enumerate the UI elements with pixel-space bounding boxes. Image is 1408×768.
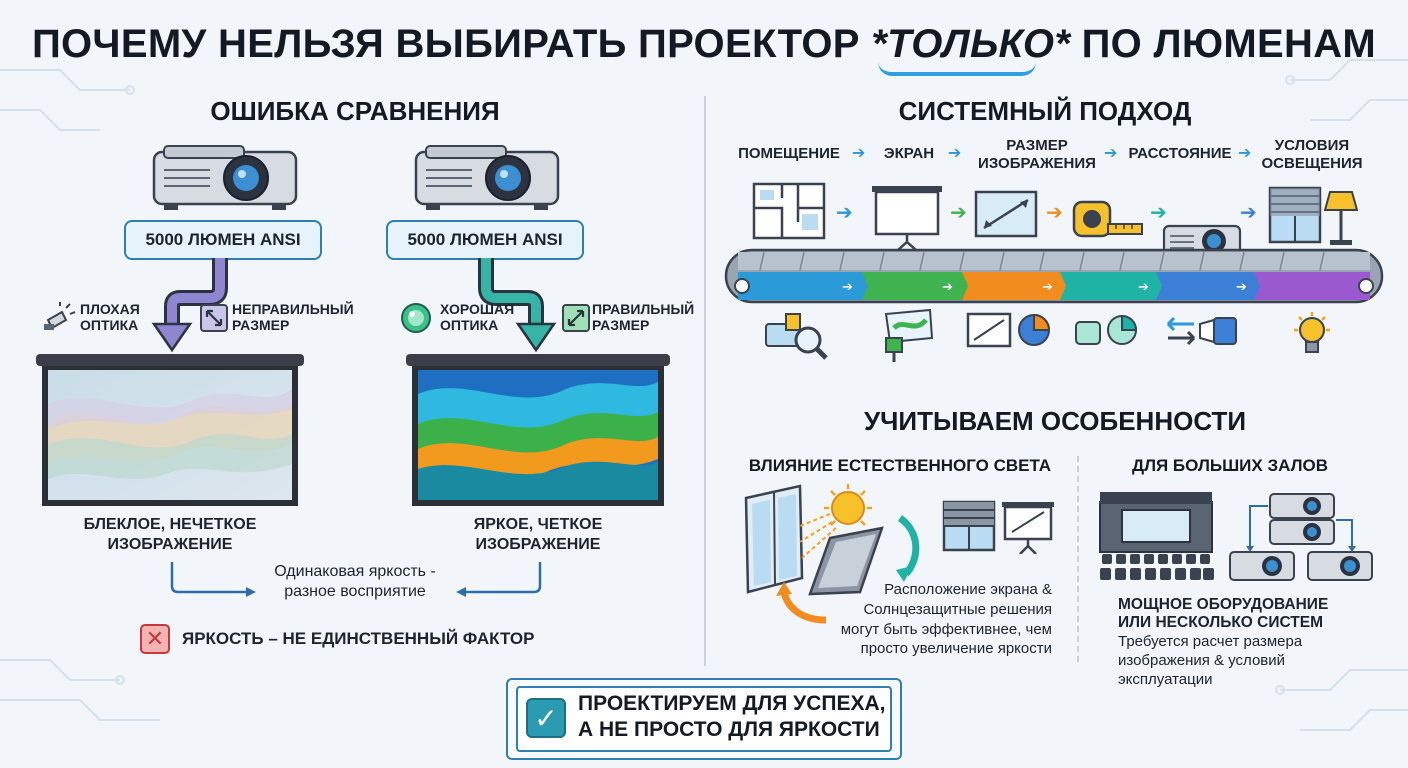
- same-brightness-line1: Одинаковая яркость -: [274, 563, 436, 580]
- natural-light-text-3: могут быть эффективнее, чем: [840, 621, 1052, 638]
- step-distance: РАССТОЯНИЕ: [1128, 145, 1232, 162]
- natural-light-heading: ВЛИЯНИЕ ЕСТЕСТВЕННОГО СВЕТА: [748, 456, 1052, 475]
- step-arrow: ➔: [1240, 202, 1257, 224]
- natural-light-text-1: Расположение экрана &: [884, 581, 1052, 598]
- step-light-line1: УСЛОВИЯ: [1274, 137, 1350, 154]
- good-optics-label: ХОРОШАЯ ОПТИКА: [440, 301, 515, 333]
- features-heading: УЧИТЫВАЕМ ОСОБЕННОСТИ: [863, 406, 1247, 436]
- system-heading: СИСТЕМНЫЙ ПОДХОД: [898, 96, 1192, 126]
- converge-arrows: [170, 562, 542, 597]
- lamp-icon: [1324, 191, 1358, 245]
- bottom-line-1: ПРОЕКТИРУЕМ ДЛЯ УСПЕХА,: [578, 692, 886, 715]
- check-icon: ✓: [526, 698, 566, 738]
- section-divider: [704, 96, 706, 666]
- svg-text:➔: ➔: [1042, 280, 1053, 295]
- dull-caption-line1: БЛЕКЛОЕ, НЕЧЕТКОЕ: [83, 516, 257, 533]
- step-size-line2: ИЗОБРАЖЕНИЯ: [978, 155, 1096, 172]
- step-arrow: ➔: [1150, 202, 1167, 224]
- lumen-badge-left: 5000 ЛЮМЕН ANSI: [124, 220, 322, 260]
- size-chart-icon: [966, 312, 1051, 348]
- subsection-divider: [1077, 456, 1079, 662]
- step-light-line2: ОСВЕЩЕНИЯ: [1261, 155, 1363, 172]
- projector-icon: [414, 145, 560, 210]
- step-arrow: ➔: [1238, 145, 1252, 162]
- screen-stand-icon: [1002, 502, 1054, 554]
- dim-bulb-icon: [44, 302, 76, 330]
- bad-optics-label: ПЛОХАЯ ОПТИКА: [80, 301, 140, 333]
- cinema-hall-illustration: [1099, 492, 1214, 580]
- room-search-icon: [765, 313, 828, 360]
- resize-right-icon: [562, 304, 590, 332]
- not-only-factor: ЯРКОСТЬ – НЕ ЕДИНСТВЕННЫЙ ФАКТОР: [182, 629, 535, 648]
- step-arrow: ➔: [1104, 145, 1118, 162]
- distance-chart-icon: [1075, 314, 1138, 345]
- svg-text:➔: ➔: [1236, 280, 1247, 295]
- same-brightness-line2: разное восприятие: [284, 583, 426, 600]
- bottom-line-2: А НЕ ПРОСТО ДЛЯ ЯРКОСТИ: [578, 718, 880, 741]
- tape-measure-icon: [1072, 200, 1143, 238]
- conveyor-belt: ➔ ➔ ➔ ➔ ➔: [724, 248, 1384, 304]
- large-halls-text-2: изображения & условий: [1118, 652, 1286, 669]
- large-halls-bold-2: ИЛИ НЕСКОЛЬКО СИСТЕМ: [1118, 614, 1324, 631]
- svg-text:➔: ➔: [1138, 280, 1149, 295]
- cross-icon: ✕: [140, 624, 170, 654]
- resize-wrong-icon: [200, 304, 228, 332]
- stacked-projectors-icon: [1229, 493, 1373, 581]
- step-arrow: ➔: [948, 145, 962, 162]
- step-arrow: ➔: [950, 202, 967, 224]
- large-halls-text-3: эксплуатации: [1118, 671, 1213, 688]
- projector-icon: [152, 145, 298, 210]
- large-halls-bold-1: МОЩНОЕ ОБОРУДОВАНИЕ: [1118, 596, 1329, 613]
- throw-distance-icon: [1166, 316, 1237, 346]
- projection-screen-icon: [872, 186, 942, 250]
- window-blinds-icon: [1268, 186, 1322, 244]
- bottom-callout-inner: [516, 686, 892, 752]
- return-arrow-icon: [776, 582, 827, 624]
- dull-screen: [36, 354, 304, 506]
- right-size-label: ПРАВИЛЬНЫЙ РАЗМЕР: [592, 301, 695, 333]
- step-arrow: ➔: [1046, 202, 1063, 224]
- svg-text:➔: ➔: [842, 280, 853, 295]
- window-sun-illustration: [744, 484, 920, 596]
- step-arrow: ➔: [852, 145, 866, 162]
- natural-light-text-2: Солнцезащитные решения: [863, 601, 1052, 618]
- diagonal-size-icon: [974, 190, 1038, 238]
- large-halls-text-1: Требуется расчет размера: [1118, 633, 1303, 650]
- natural-light-text-4: просто увеличение яркости: [860, 640, 1052, 657]
- flow-arrow-bad: [151, 258, 228, 353]
- step-size-line1: РАЗМЕР: [1006, 137, 1068, 154]
- lens-icon: [401, 303, 431, 333]
- wrong-size-label: НЕПРАВИЛЬНЫЙ РАЗМЕР: [232, 301, 354, 333]
- step-room: ПОМЕЩЕНИЕ: [738, 145, 840, 162]
- comparison-heading: ОШИБКА СРАВНЕНИЯ: [210, 96, 500, 126]
- bright-caption-line1: ЯРКОЕ, ЧЕТКОЕ: [473, 516, 603, 533]
- floorplan-icon: [752, 182, 826, 240]
- bright-screen: [406, 354, 670, 506]
- bright-caption-line2: ИЗОБРАЖЕНИЕ: [475, 536, 601, 553]
- dull-caption-line2: ИЗОБРАЖЕНИЕ: [107, 536, 233, 553]
- large-halls-heading: ДЛЯ БОЛЬШИХ ЗАЛОВ: [1131, 456, 1329, 475]
- page-title: ПОЧЕМУ НЕЛЬЗЯ ВЫБИРАТЬ ПРОЕКТОР *ТОЛЬКО*…: [31, 22, 1377, 66]
- step-arrow: ➔: [836, 202, 853, 224]
- screen-paint-icon: [884, 308, 934, 362]
- lumen-badge-right: 5000 ЛЮМЕН ANSI: [386, 220, 584, 260]
- flow-arrow-good: [478, 258, 557, 353]
- step-screen: ЭКРАН: [883, 145, 935, 162]
- title-underline: [878, 62, 1036, 76]
- svg-text:➔: ➔: [942, 280, 953, 295]
- projector-icon: [1162, 224, 1242, 258]
- light-bulb-icon: [1294, 312, 1330, 353]
- blinds-icon: [942, 500, 996, 552]
